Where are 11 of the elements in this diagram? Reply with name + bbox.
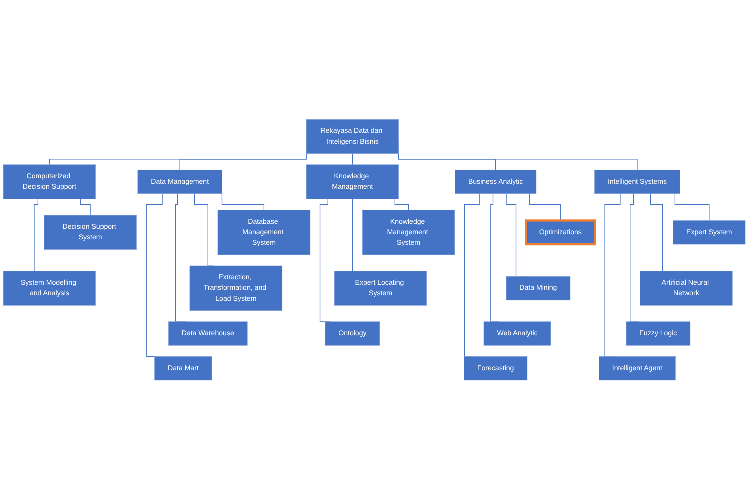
- connector: [34, 198, 41, 272]
- connector: [320, 198, 331, 322]
- connector: [394, 198, 410, 211]
- connector: [529, 194, 561, 222]
- connector: [146, 194, 163, 357]
- connector: [352, 154, 354, 166]
- connector: [464, 194, 480, 357]
- connector: [674, 194, 710, 222]
- connector: [80, 198, 91, 216]
- connector: [222, 193, 265, 211]
- connector: [604, 194, 621, 357]
